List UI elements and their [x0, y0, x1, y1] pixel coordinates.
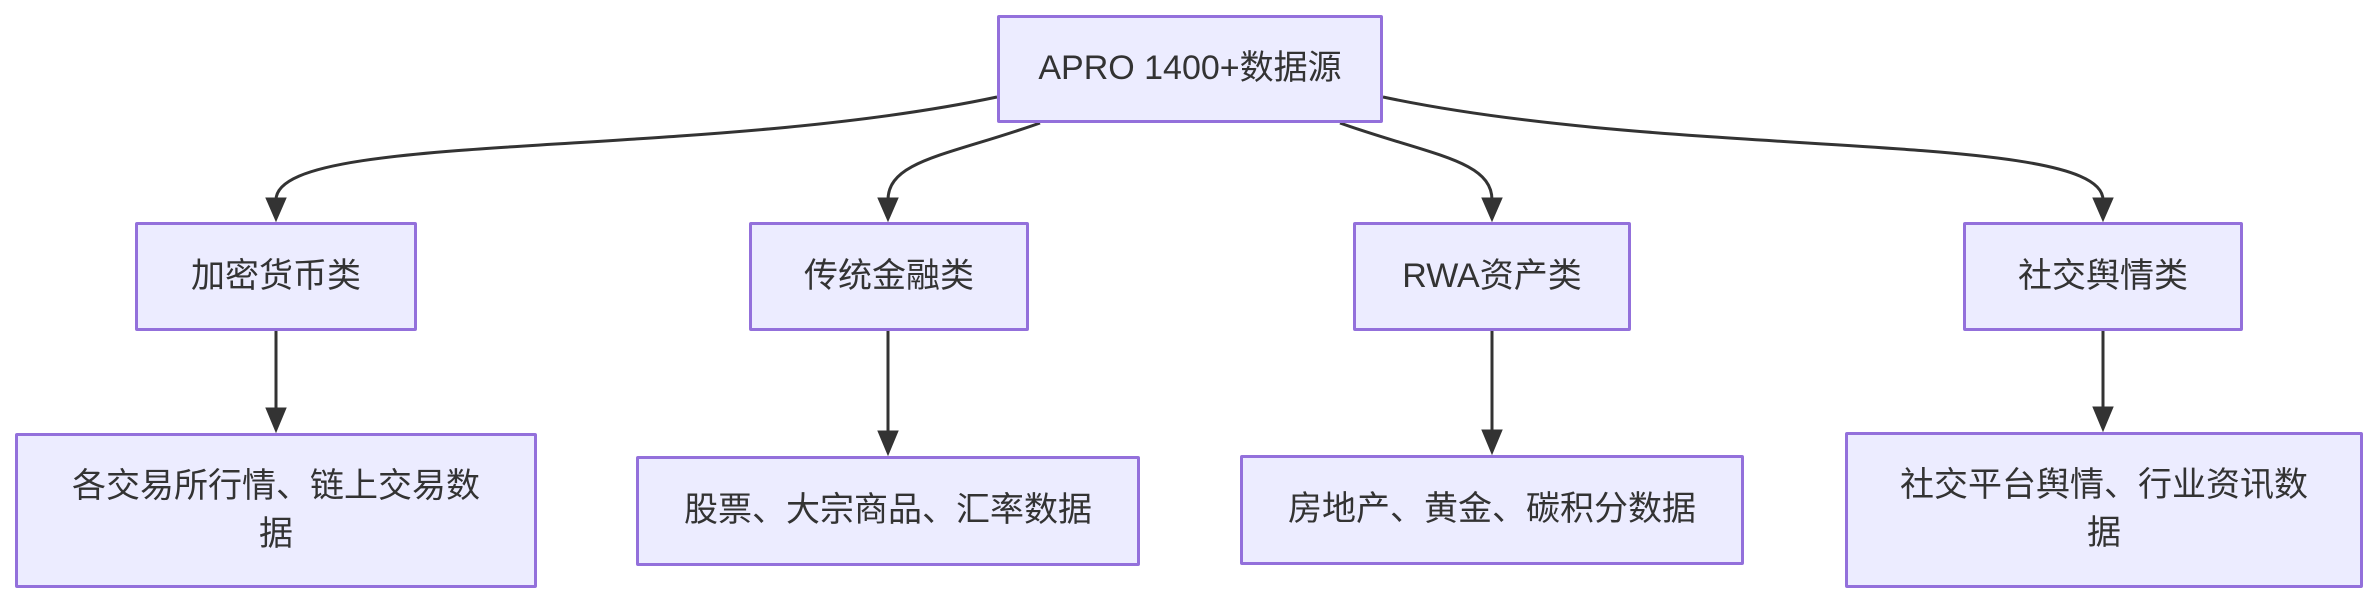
node-category-crypto: 加密货币类	[135, 222, 417, 331]
edge-root-social	[1382, 95, 2114, 223]
edge-root-rwa	[1339, 121, 1503, 223]
edge-rwa-detail	[1481, 331, 1503, 456]
node-category-tradfi: 传统金融类	[749, 222, 1029, 331]
edge-root-crypto	[265, 95, 998, 223]
node-detail-tradfi: 股票、大宗商品、汇率数据	[636, 456, 1140, 566]
node-detail-crypto-label: 各交易所行情、链上交易数据	[72, 466, 480, 553]
node-detail-rwa-label: 房地产、黄金、碳积分数据	[1288, 490, 1696, 529]
edge-social-detail	[2092, 331, 2114, 433]
node-category-rwa-label: RWA资产类	[1402, 256, 1582, 295]
node-category-social: 社交舆情类	[1963, 222, 2243, 331]
node-category-crypto-label: 加密货币类	[191, 256, 361, 295]
node-category-tradfi-label: 传统金融类	[804, 256, 974, 295]
node-detail-social-label: 社交平台舆情、行业资讯数据	[1900, 466, 2308, 552]
node-detail-rwa: 房地产、黄金、碳积分数据	[1240, 455, 1744, 565]
node-datasource-root-label: APRO 1400+数据源	[1038, 49, 1342, 88]
node-detail-tradfi-label: 股票、大宗商品、汇率数据	[684, 491, 1092, 530]
node-detail-crypto: 各交易所行情、链上交易数据	[15, 433, 537, 588]
node-datasource-root: APRO 1400+数据源	[997, 15, 1383, 123]
node-detail-social: 社交平台舆情、行业资讯数据	[1845, 432, 2363, 588]
node-category-rwa: RWA资产类	[1353, 222, 1631, 331]
edge-crypto-detail	[265, 331, 287, 434]
node-category-social-label: 社交舆情类	[2018, 256, 2188, 295]
edge-root-tradfi	[877, 121, 1041, 223]
edge-tradfi-detail	[877, 331, 899, 457]
